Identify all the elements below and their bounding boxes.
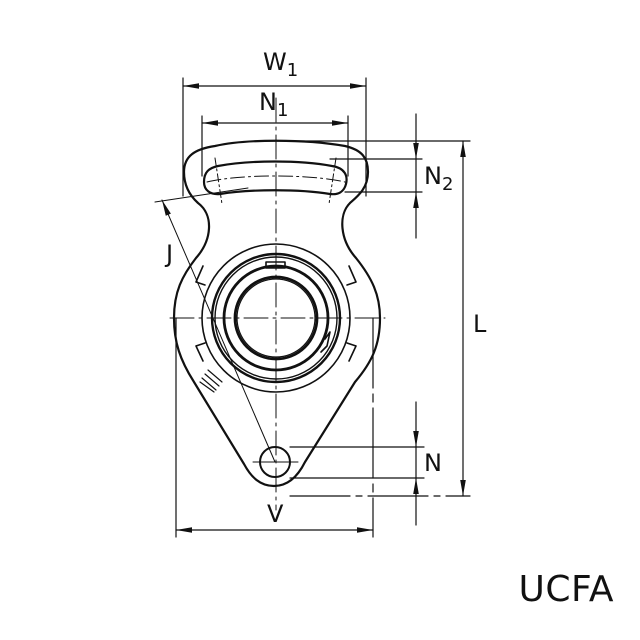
- dimension-label-n: N: [424, 449, 442, 477]
- top-slot: [202, 160, 348, 196]
- housing-outline: [172, 139, 382, 488]
- dimension-label-n2: N2: [424, 162, 454, 195]
- dimension-label-w1: W1: [263, 48, 299, 81]
- dimension-label-v: V: [267, 500, 284, 528]
- dimension-label-j: J: [166, 240, 174, 268]
- j-dimension-line: [161, 199, 276, 463]
- dimension-label-l: L: [473, 310, 487, 338]
- model-label: UCFA: [518, 569, 614, 610]
- slot-centerline: [206, 175, 346, 183]
- dimension-label-n1: N1: [259, 88, 289, 121]
